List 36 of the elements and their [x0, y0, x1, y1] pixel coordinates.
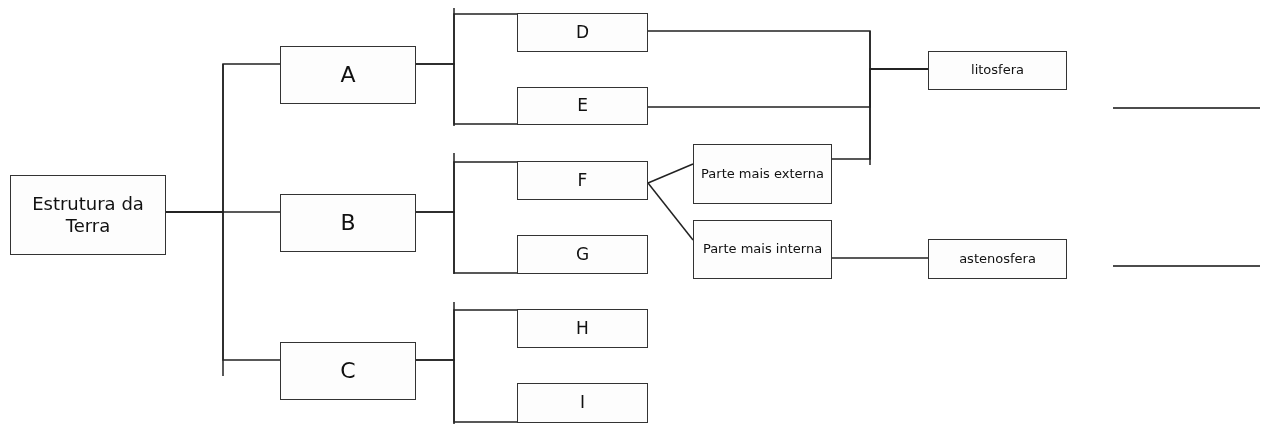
label-box — [517, 161, 648, 200]
label-box — [693, 144, 832, 204]
connector-line — [165, 211, 281, 361]
box-label: A — [340, 61, 356, 89]
connector-line — [647, 163, 694, 184]
box-label: Parte mais externa — [701, 165, 824, 183]
connector-line — [415, 211, 518, 274]
label-box — [280, 342, 416, 400]
box-label: E — [577, 95, 588, 117]
label-box — [517, 87, 648, 125]
label-box — [280, 194, 416, 252]
label-box — [10, 175, 166, 255]
box-label: B — [340, 209, 356, 237]
box-label: F — [577, 169, 588, 192]
box-label: astenosfera — [959, 250, 1036, 268]
label-box — [928, 239, 1067, 279]
label-box — [517, 383, 648, 423]
box-label: H — [576, 317, 589, 340]
label-box — [693, 220, 832, 279]
box-label: G — [575, 243, 590, 266]
label-box — [517, 235, 648, 274]
connector-line — [831, 68, 929, 160]
box-label: C — [340, 357, 356, 385]
box-label: litosfera — [971, 62, 1024, 79]
box-label: Estrutura da Terra — [31, 192, 145, 238]
label-box — [928, 51, 1067, 90]
box-label: D — [575, 21, 590, 44]
box-label: I — [580, 392, 585, 414]
box-label: Parte mais interna — [702, 241, 823, 258]
label-box — [517, 309, 648, 348]
connector-line — [831, 257, 929, 259]
label-box — [517, 13, 648, 52]
label-box — [280, 46, 416, 104]
connector-line — [415, 359, 518, 423]
connector-line — [647, 182, 694, 241]
connector-line — [415, 63, 518, 125]
